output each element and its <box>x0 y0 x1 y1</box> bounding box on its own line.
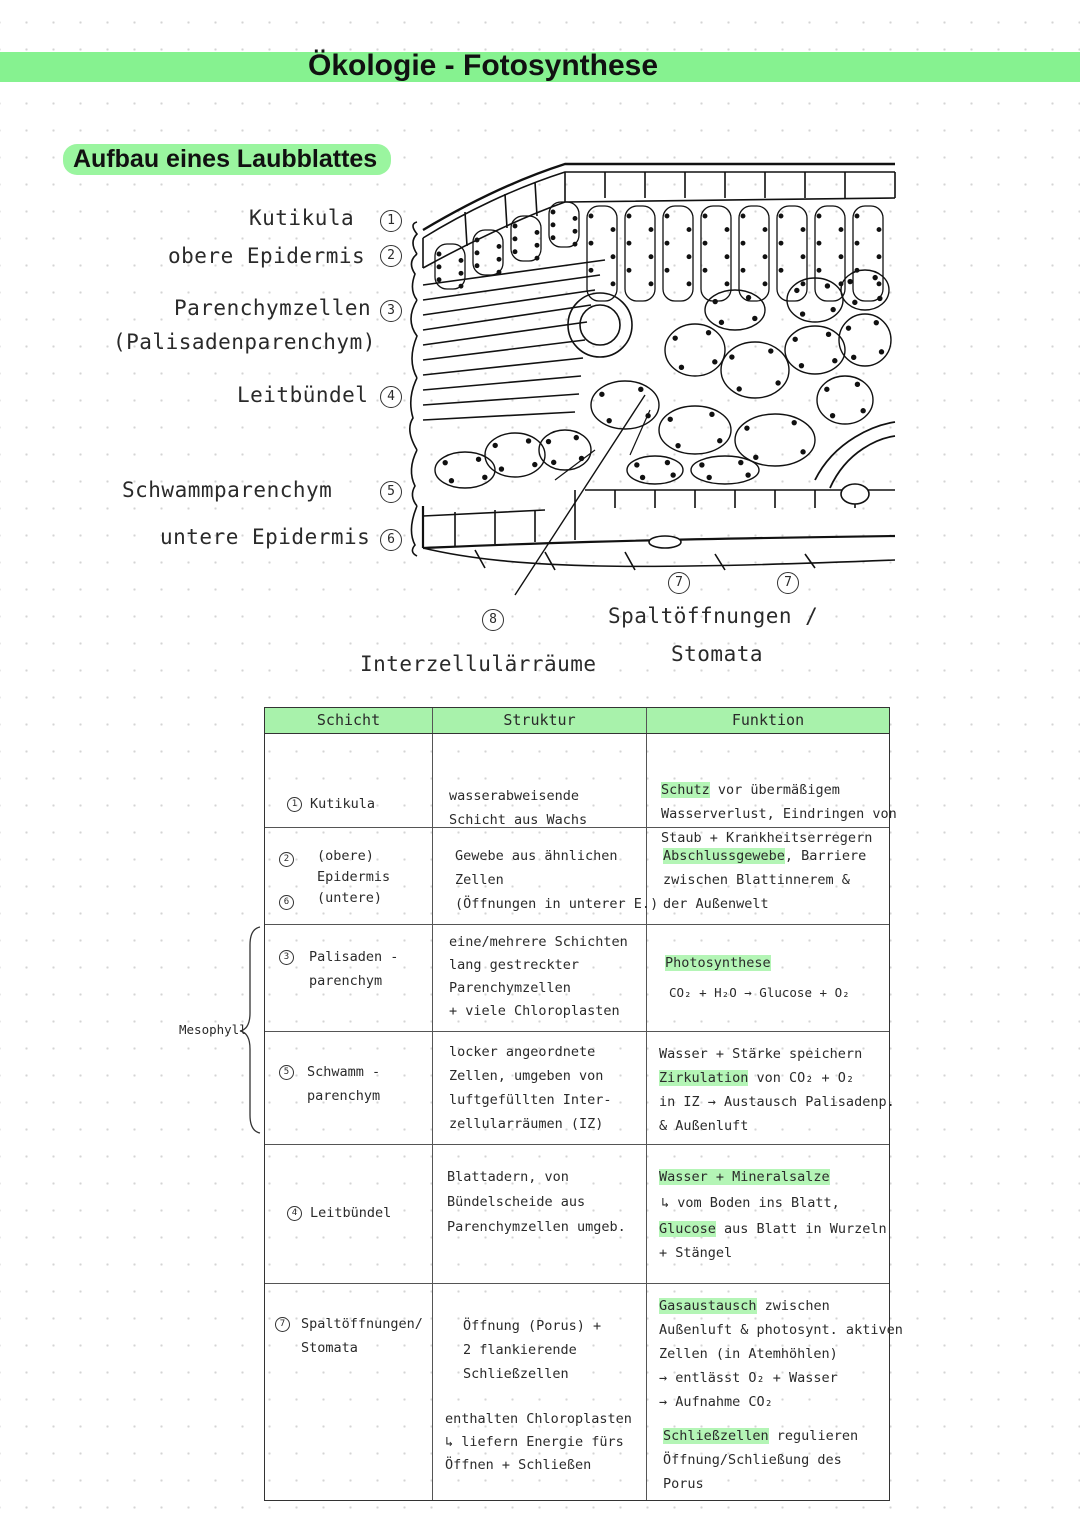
row-function: ↳ vom Boden ins Blatt, <box>661 1191 840 1215</box>
label-palisadenparenchym: (Palisadenparenchym) <box>113 330 376 354</box>
callout-number-7a: 7 <box>668 572 690 594</box>
row-number: 4 <box>287 1206 302 1221</box>
row-number: 7 <box>275 1317 290 1332</box>
header-funktion: Funktion <box>647 708 889 733</box>
page-title: Ökologie - Fotosynthese <box>308 49 658 83</box>
header-schicht: Schicht <box>265 708 433 733</box>
mesophyll-brace <box>238 925 262 1135</box>
row-layer: Palisaden - parenchym <box>309 945 398 993</box>
row-number: 1 <box>287 797 302 812</box>
label-schwammparenchym: Schwammparenchym <box>122 478 332 502</box>
row-structure: Blattadern, von Bündelscheide aus Parenc… <box>447 1165 626 1240</box>
layer-table: Schicht Struktur Funktion 1 Kutikula wass… <box>264 707 890 1501</box>
row-function-highlight: Abschlussgewebe <box>663 848 785 864</box>
row-structure-2: enthalten Chloroplasten ↳ liefern Energi… <box>445 1408 632 1477</box>
table-header: Schicht Struktur Funktion <box>265 708 889 734</box>
row-structure: eine/mehrere Schichten lang gestreckter … <box>449 931 628 1023</box>
section-heading: Aufbau eines Laubblattes <box>63 144 391 175</box>
row-number: 5 <box>279 1065 294 1080</box>
label-obere-epidermis: obere Epidermis <box>168 244 365 268</box>
table-row-palisadenparenchym: 3 Palisaden - parenchym eine/mehrere Sch… <box>265 925 889 1032</box>
callout-spaltoeffnungen: Spaltöffnungen / <box>608 604 818 628</box>
row-function-highlight-2: Schließzellen <box>663 1428 769 1444</box>
row-structure: Öffnung (Porus) + 2 flankierende Schließ… <box>463 1314 601 1386</box>
label-kutikula: Kutikula <box>249 206 354 230</box>
table-row-leitbuendel: 4 Leitbündel Blattadern, von Bündelscheid… <box>265 1145 889 1284</box>
row-structure: locker angeordnete Zellen, umgeben von l… <box>449 1040 612 1136</box>
callout-stomata: Stomata <box>671 642 763 666</box>
row-number: 3 <box>279 950 294 965</box>
leaf-cross-section-diagram <box>395 150 905 605</box>
row-layer: Leitbündel <box>310 1205 391 1221</box>
callout-number-8: 8 <box>482 609 504 631</box>
table-row-epidermis: 2 6 (obere) Epidermis (untere) Gewebe au… <box>265 828 889 925</box>
callout-number-7b: 7 <box>777 572 799 594</box>
callout-interzellularraeume: Interzellulärräume <box>360 652 597 676</box>
label-leitbuendel: Leitbündel <box>237 383 368 407</box>
mesophyll-label: Mesophyll <box>179 1022 247 1037</box>
table-row-stomata: 7 Spaltöffnungen/ Stomata Öffnung (Porus… <box>265 1284 889 1500</box>
label-untere-epidermis: untere Epidermis <box>160 525 370 549</box>
row-function-highlight: Wasser + Mineralsalze <box>659 1169 830 1185</box>
row-layer: Spaltöffnungen/ Stomata <box>301 1312 423 1360</box>
row-layer: (obere) Epidermis (untere) <box>317 846 390 909</box>
header-struktur: Struktur <box>433 708 647 733</box>
row-structure: wasserabweisende Schicht aus Wachs <box>449 784 587 832</box>
table-row-schwammparenchym: 5 Schwamm - parenchym locker angeordnete… <box>265 1032 889 1145</box>
row-number: 2 <box>279 852 294 867</box>
row-function-pre: Wasser + Stärke speichern <box>659 1042 862 1066</box>
row-function-highlight-2: Glucose <box>659 1221 716 1237</box>
row-function-highlight: Zirkulation <box>659 1070 748 1086</box>
row-function: CO₂ + H₂O → Glucose + O₂ <box>669 981 850 1005</box>
label-parenchymzellen: Parenchymzellen <box>174 296 371 320</box>
row-layer: Kutikula <box>310 796 375 812</box>
row-function-highlight: Gasaustausch <box>659 1298 757 1314</box>
row-function: zwischen Außenluft & photosynt. aktiven … <box>659 1298 903 1410</box>
row-number: 6 <box>279 895 294 910</box>
row-structure: Gewebe aus ähnlichen Zellen (Öffnungen i… <box>455 844 658 916</box>
row-function-highlight: Photosynthese <box>665 955 771 971</box>
row-function-highlight: Schutz <box>661 782 710 798</box>
row-layer: Schwamm - parenchym <box>307 1060 380 1108</box>
